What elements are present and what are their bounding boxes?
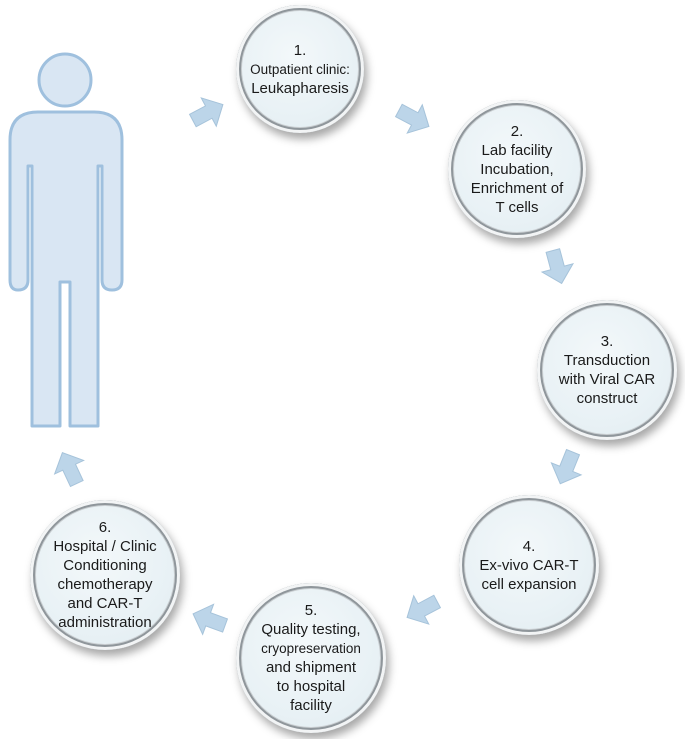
step-number: 3.	[600, 333, 614, 350]
flow-arrows	[53, 97, 583, 636]
step-line: to hospital	[276, 678, 346, 695]
step-3-text: 3. Transduction with Viral CAR construct	[559, 332, 655, 408]
step-line: and shipment	[265, 659, 357, 676]
step-node-5: 5. Quality testing, cryopreservation and…	[236, 583, 386, 733]
step-node-2: 2. Lab facility Incubation, Enrichment o…	[448, 100, 586, 238]
step-number: 2.	[510, 122, 524, 140]
person-body	[8, 110, 124, 428]
step-node-6: 6. Hospital / Clinic Conditioning chemot…	[30, 500, 180, 650]
step-number: 4.	[522, 537, 536, 555]
arrow-step-6-to-person	[53, 452, 85, 488]
step-5-text: 5. Quality testing, cryopreservation and…	[261, 601, 361, 715]
arrow-step-2-to-step-3	[540, 248, 575, 285]
arrow-step-1-to-step-2	[394, 103, 430, 134]
step-line: construct	[576, 390, 638, 407]
step-line: Lab facility	[481, 141, 553, 159]
step-line: facility	[290, 697, 332, 714]
step-line: and CAR-T	[67, 595, 143, 612]
step-line: Quality testing,	[261, 621, 361, 638]
step-line: T cells	[495, 198, 539, 216]
step-number: 5.	[304, 602, 318, 619]
arrow-person-to-step-1	[188, 97, 224, 128]
arrow-step-4-to-step-5	[406, 594, 442, 625]
step-1-text: 1. Outpatient clinic: Leukapharesis	[250, 41, 350, 98]
step-line: Hospital / Clinic	[53, 538, 157, 555]
step-line: Outpatient clinic:	[250, 61, 350, 77]
step-node-4: 4. Ex-vivo CAR-T cell expansion	[459, 495, 599, 635]
step-node-1: 1. Outpatient clinic: Leukapharesis	[236, 5, 364, 133]
person-silhouette-icon	[8, 52, 124, 428]
person-head	[37, 52, 93, 108]
step-number: 6.	[98, 519, 112, 536]
arrow-step-3-to-step-4	[550, 448, 583, 485]
step-line: cell expansion	[481, 575, 577, 593]
step-line: Incubation,	[480, 160, 554, 178]
step-line: with Viral CAR	[558, 371, 656, 388]
step-line: Transduction	[563, 352, 651, 369]
step-4-text: 4. Ex-vivo CAR-T cell expansion	[479, 537, 578, 594]
step-2-text: 2. Lab facility Incubation, Enrichment o…	[471, 122, 564, 217]
step-line: Conditioning	[63, 557, 147, 574]
step-line: chemotherapy	[57, 576, 153, 593]
step-line: cryopreservation	[261, 641, 361, 656]
step-6-text: 6. Hospital / Clinic Conditioning chemot…	[53, 518, 156, 632]
step-line: Ex-vivo CAR-T	[479, 556, 579, 574]
arrow-step-5-to-step-6	[192, 603, 229, 636]
step-line: administration	[58, 614, 152, 631]
step-node-3: 3. Transduction with Viral CAR construct	[537, 300, 677, 440]
step-number: 1.	[293, 41, 307, 59]
step-line: Leukapharesis	[251, 79, 349, 97]
step-line: Enrichment of	[470, 179, 564, 197]
